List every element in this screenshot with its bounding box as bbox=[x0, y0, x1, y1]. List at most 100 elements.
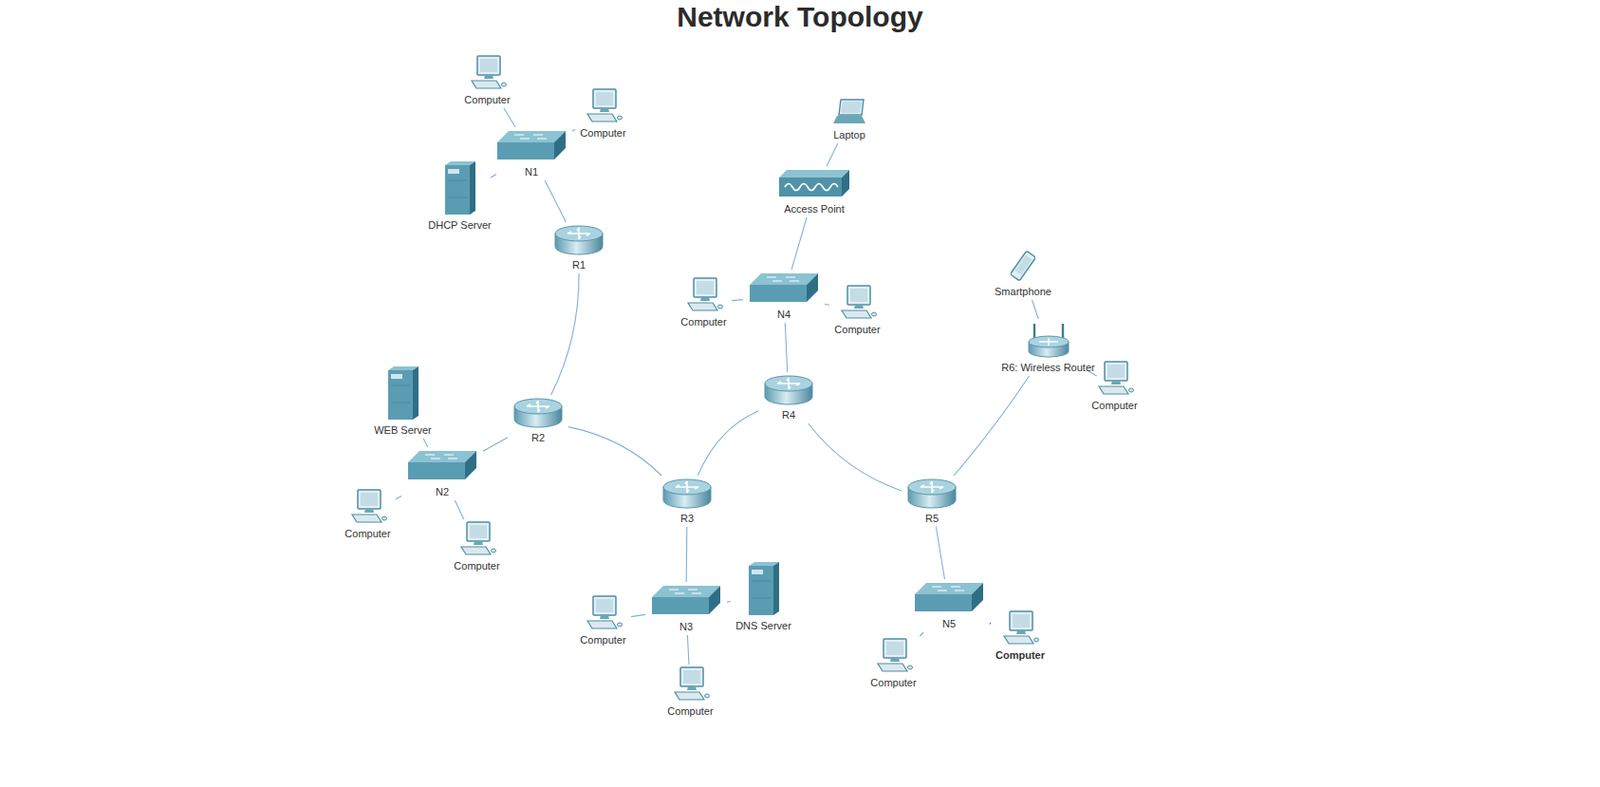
network-link bbox=[454, 500, 465, 520]
device-icon bbox=[1096, 360, 1135, 397]
device-node: Computer bbox=[1088, 360, 1141, 412]
smartphone-icon bbox=[1010, 248, 1036, 283]
device-label: R1 bbox=[550, 259, 608, 272]
title-bar: Network Topology bbox=[0, 0, 1600, 35]
device-label: N2 bbox=[403, 485, 482, 499]
router-icon bbox=[512, 396, 564, 429]
computer-icon bbox=[874, 637, 913, 674]
device-label: R3 bbox=[658, 512, 716, 525]
network-link bbox=[784, 322, 787, 373]
server-icon bbox=[443, 159, 478, 217]
computer-icon bbox=[1001, 610, 1040, 647]
computer-icon bbox=[671, 666, 710, 703]
network-link bbox=[919, 632, 924, 636]
device-label: R5 bbox=[903, 512, 961, 525]
device-label: R6: Wireless Router bbox=[998, 361, 1098, 374]
device-node: R2 bbox=[509, 396, 567, 445]
network-link bbox=[953, 375, 1029, 476]
network-link bbox=[935, 526, 945, 579]
network-link bbox=[726, 600, 731, 603]
switch-icon bbox=[650, 583, 723, 618]
network-link bbox=[824, 303, 830, 305]
device-node: Computer bbox=[576, 88, 630, 140]
device-label: Laptop bbox=[829, 129, 870, 142]
device-node: R4 bbox=[760, 373, 818, 422]
device-label: Computer bbox=[677, 316, 730, 329]
device-node: N3 bbox=[647, 583, 726, 633]
device-node: Computer bbox=[831, 284, 884, 336]
device-icon bbox=[906, 477, 958, 510]
device-node: Computer bbox=[992, 610, 1048, 662]
device-icon bbox=[468, 55, 507, 92]
router-icon bbox=[906, 477, 958, 510]
device-icon bbox=[584, 88, 623, 125]
device-label: Computer bbox=[1088, 399, 1141, 412]
server-icon bbox=[386, 364, 421, 422]
device-label: WEB Server bbox=[371, 424, 435, 437]
device-icon bbox=[762, 373, 815, 407]
device-label: Computer bbox=[576, 127, 630, 140]
device-icon bbox=[553, 223, 605, 257]
device-label: Computer bbox=[664, 705, 717, 718]
device-icon bbox=[874, 637, 913, 674]
device-node: N4 bbox=[744, 271, 823, 321]
device-node: R3 bbox=[658, 477, 716, 525]
device-label: N3 bbox=[647, 620, 726, 633]
computer-icon bbox=[584, 595, 623, 632]
device-label: Computer bbox=[867, 676, 920, 689]
device-node: WEB Server bbox=[371, 364, 435, 437]
device-node: N5 bbox=[910, 580, 988, 631]
network-link bbox=[551, 273, 580, 395]
device-icon bbox=[1001, 610, 1040, 647]
device-label: DNS Server bbox=[732, 619, 795, 633]
device-label: Computer bbox=[450, 559, 503, 573]
device-label: N4 bbox=[744, 308, 823, 321]
network-link bbox=[395, 496, 402, 500]
device-node: Computer bbox=[664, 666, 717, 718]
device-label: Computer bbox=[576, 633, 630, 647]
device-label: Computer bbox=[992, 649, 1048, 662]
device-icon bbox=[458, 520, 497, 558]
device-icon bbox=[349, 488, 388, 525]
device-icon bbox=[747, 271, 820, 306]
device-label: Computer bbox=[461, 93, 514, 107]
device-label: R2 bbox=[509, 431, 567, 445]
device-icon bbox=[495, 129, 568, 164]
device-icon bbox=[1026, 320, 1071, 359]
device-icon bbox=[912, 580, 986, 615]
device-label: DHCP Server bbox=[425, 219, 495, 232]
device-label: N5 bbox=[910, 617, 988, 631]
device-node: R6: Wireless Router bbox=[998, 320, 1098, 374]
computer-icon bbox=[838, 284, 877, 321]
switch-icon bbox=[406, 448, 479, 484]
device-icon bbox=[777, 167, 852, 201]
network-link bbox=[503, 108, 516, 128]
device-node: Computer bbox=[867, 637, 920, 689]
device-icon bbox=[685, 277, 724, 314]
device-node: Computer bbox=[461, 55, 514, 107]
diagram-title: Network Topology bbox=[676, 0, 923, 35]
computer-icon bbox=[349, 488, 388, 525]
network-link bbox=[687, 634, 689, 665]
device-icon bbox=[671, 666, 710, 703]
device-icon bbox=[746, 559, 782, 617]
router-icon bbox=[762, 373, 815, 407]
network-link bbox=[826, 143, 838, 167]
device-icon bbox=[512, 396, 564, 429]
device-node: DHCP Server bbox=[425, 159, 495, 232]
device-icon bbox=[443, 159, 478, 217]
network-link bbox=[1032, 299, 1040, 319]
device-node: Computer bbox=[677, 277, 730, 329]
computer-icon bbox=[584, 88, 623, 125]
device-label: Computer bbox=[341, 527, 394, 540]
laptop-icon bbox=[832, 97, 867, 127]
network-link bbox=[686, 526, 689, 582]
device-node: Computer bbox=[576, 595, 630, 647]
network-link bbox=[572, 129, 576, 131]
computer-icon bbox=[1096, 360, 1135, 397]
server-icon bbox=[746, 559, 782, 617]
device-node: N2 bbox=[403, 448, 482, 499]
network-link bbox=[568, 427, 662, 476]
network-link bbox=[490, 174, 497, 179]
